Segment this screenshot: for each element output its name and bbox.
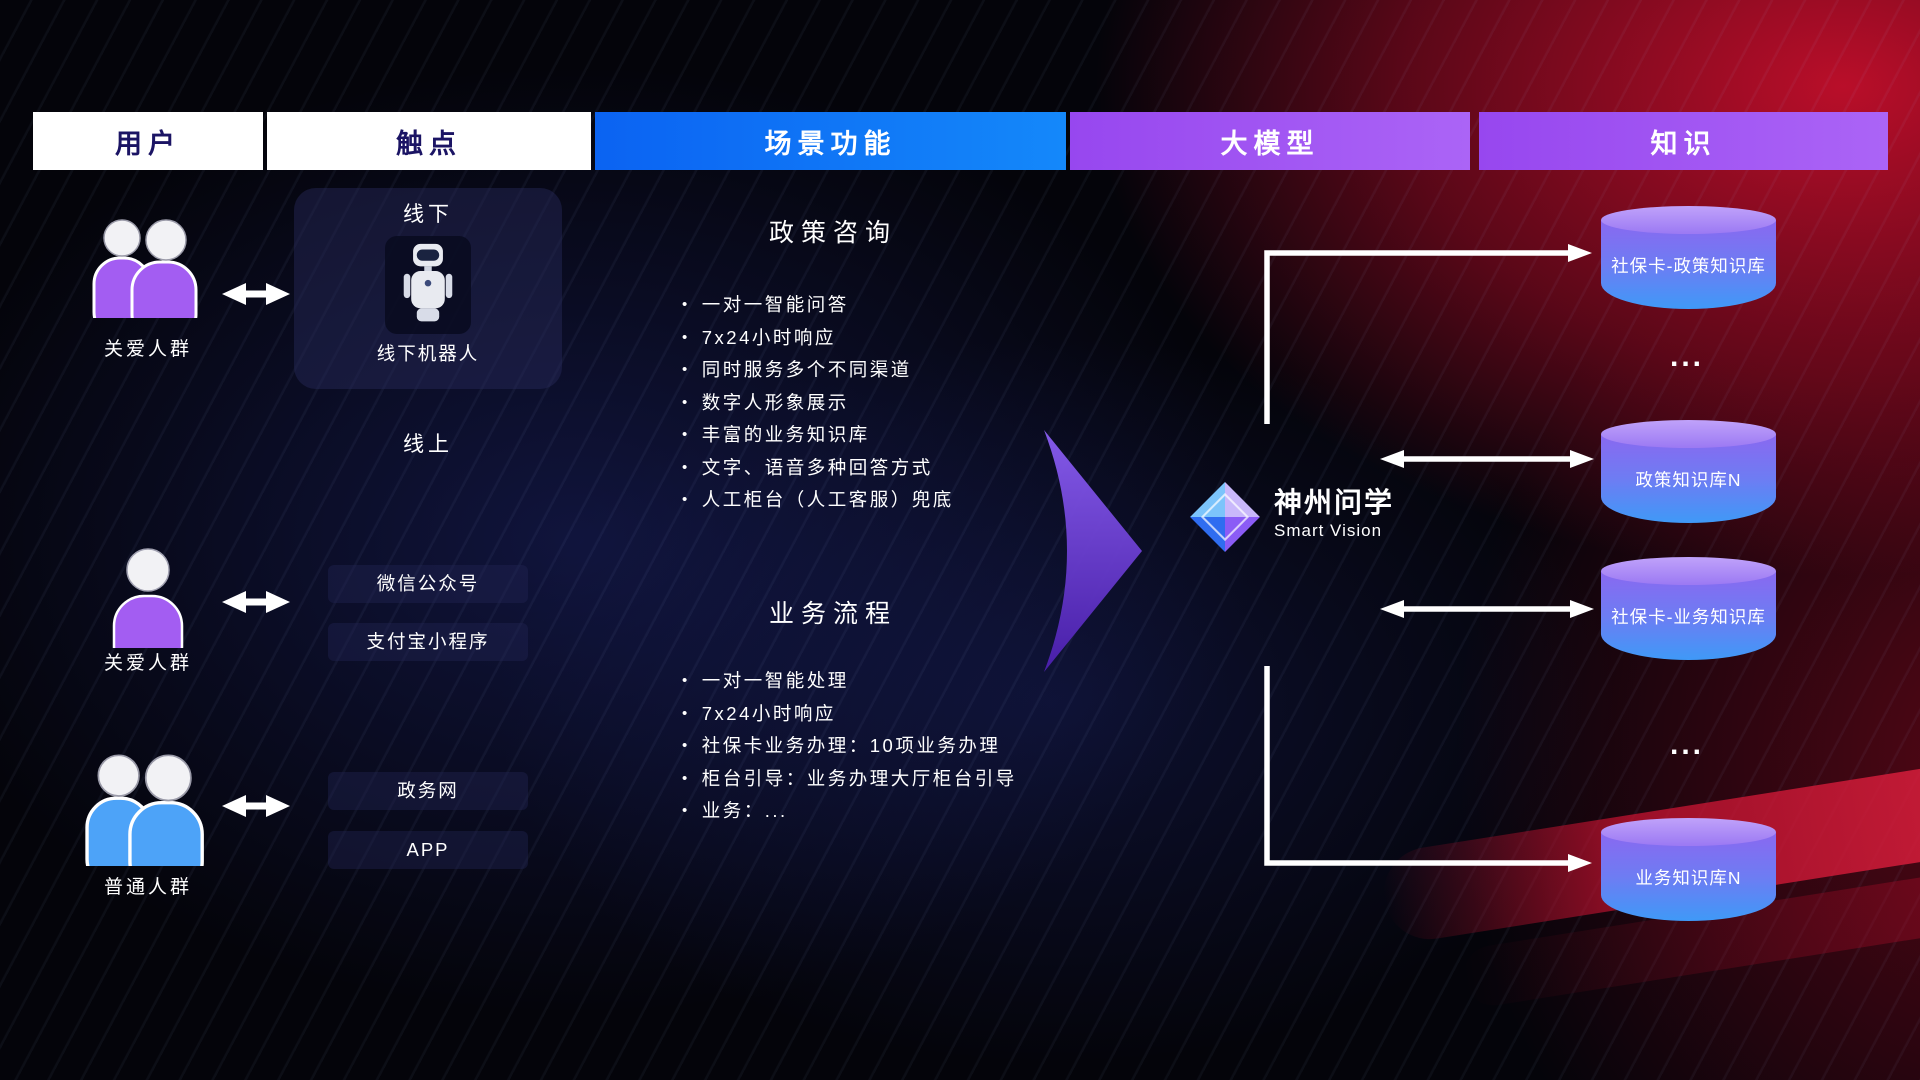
- policy-consulting-feature-list: 一对一智能问答 7x24小时响应 同时服务多个不同渠道 数字人形象展示 丰富的业…: [682, 289, 954, 517]
- model-subtitle: Smart Vision: [1274, 521, 1383, 540]
- user-group-3-label: 普通人群: [103, 877, 192, 898]
- user-group-blue-icon: [85, 754, 204, 866]
- robot-icon: [403, 243, 453, 322]
- section-title-policy-consulting: 政策咨询: [768, 219, 897, 247]
- cylinder-body: [1601, 434, 1776, 523]
- knowledge-db-business-n: 业务知识库N: [1601, 818, 1776, 921]
- offline-title: 线下: [403, 203, 453, 226]
- header-users: 用户: [33, 112, 263, 170]
- knowledge-db-label: 社保卡-业务知识库: [1611, 607, 1766, 627]
- feature-item: 人工柜台（人工客服）兜底: [682, 484, 954, 517]
- feature-item: 丰富的业务知识库: [682, 419, 954, 452]
- business-process-feature-list: 一对一智能处理 7x24小时响应 社保卡业务办理：10项业务办理 柜台引导：业务…: [682, 665, 1017, 828]
- header-touchpoints: 触点: [267, 112, 591, 170]
- cylinder-top: [1601, 818, 1776, 846]
- feature-item: 一对一智能处理: [682, 665, 1017, 698]
- cylinder-body: [1601, 220, 1776, 309]
- knowledge-ellipsis-1: ...: [1669, 340, 1704, 373]
- flow-arrow-icon: [1044, 430, 1142, 672]
- feature-item: 社保卡业务办理：10项业务办理: [682, 730, 1017, 763]
- feature-item: 柜台引导：业务办理大厅柜台引导: [682, 763, 1017, 796]
- channel-wechat: 微信公众号: [328, 565, 528, 603]
- smart-vision-logo-icon: [1190, 482, 1260, 552]
- knowledge-db-policy-n: 政策知识库N: [1601, 420, 1776, 523]
- user-group-2-label: 关爱人群: [103, 653, 192, 674]
- online-title: 线上: [403, 433, 453, 456]
- knowledge-ellipsis-2: ...: [1669, 728, 1704, 761]
- cylinder-top: [1601, 557, 1776, 585]
- offline-robot-image: [385, 236, 471, 334]
- offline-touchpoint-panel: 线下 线下机器人: [294, 188, 562, 389]
- model-name: 神州问学: [1274, 487, 1395, 518]
- smart-vision-logo-text: 神州问学 Smart Vision: [1274, 488, 1394, 542]
- cylinder-body: [1601, 832, 1776, 921]
- feature-item: 7x24小时响应: [682, 322, 954, 355]
- knowledge-db-policy-social-card: 社保卡-政策知识库: [1601, 206, 1776, 309]
- knowledge-db-business-social-card: 社保卡-业务知识库: [1601, 557, 1776, 660]
- knowledge-db-label: 社保卡-政策知识库: [1611, 256, 1766, 276]
- knowledge-db-label: 业务知识库N: [1635, 868, 1742, 888]
- feature-item: 7x24小时响应: [682, 698, 1017, 731]
- feature-item: 同时服务多个不同渠道: [682, 354, 954, 387]
- channel-govweb: 政务网: [328, 772, 528, 810]
- user-person-purple-icon: [112, 548, 184, 648]
- cylinder-body: [1601, 571, 1776, 660]
- header-large-model: 大模型: [1070, 112, 1470, 170]
- knowledge-db-label: 政策知识库N: [1635, 470, 1742, 490]
- feature-item: 文字、语音多种回答方式: [682, 452, 954, 485]
- feature-item: 业务：...: [682, 795, 1017, 828]
- header-scenario-functions: 场景功能: [595, 112, 1066, 170]
- channel-alipay: 支付宝小程序: [328, 623, 528, 661]
- user-group-1-label: 关爱人群: [103, 339, 192, 360]
- feature-item: 一对一智能问答: [682, 289, 954, 322]
- section-title-business-process: 业务流程: [768, 600, 897, 628]
- header-knowledge: 知识: [1479, 112, 1888, 170]
- feature-item: 数字人形象展示: [682, 387, 954, 420]
- cylinder-top: [1601, 420, 1776, 448]
- cylinder-top: [1601, 206, 1776, 234]
- channel-app: APP: [328, 831, 528, 869]
- offline-robot-label: 线下机器人: [376, 343, 480, 364]
- user-group-purple-icon: [92, 219, 198, 318]
